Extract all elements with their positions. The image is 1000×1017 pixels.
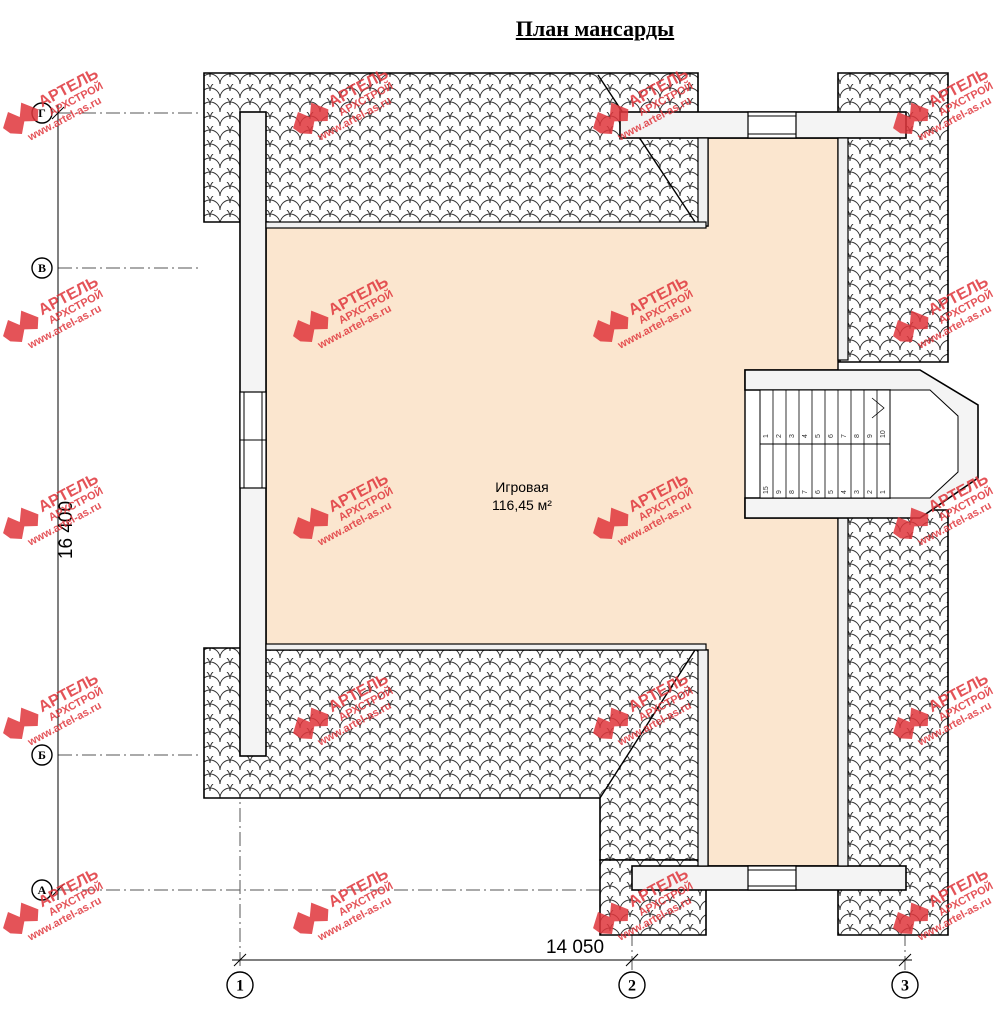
bottom-left-inner-wall <box>697 649 709 867</box>
step-number: 8 <box>854 434 861 438</box>
step-number: 9 <box>776 490 783 494</box>
step-number: 4 <box>802 434 809 438</box>
house-logo-icon <box>893 102 929 134</box>
room-name: Игровая <box>495 479 548 495</box>
house-logo-icon <box>593 707 629 739</box>
house-logo-icon <box>293 102 329 134</box>
axis-bubble-a: А <box>31 879 53 901</box>
windows <box>239 111 797 891</box>
step-number: 7 <box>802 490 809 494</box>
step-number: 2 <box>776 434 783 438</box>
svg-text:В: В <box>38 261 46 275</box>
house-logo-icon <box>293 310 329 342</box>
axis-bubble-2: 2 <box>618 971 646 999</box>
top-left-inner-wall <box>697 137 709 227</box>
house-logo-icon <box>293 707 329 739</box>
step-number: 7 <box>841 434 848 438</box>
step-number: 10 <box>880 430 887 438</box>
svg-text:2: 2 <box>628 978 636 995</box>
house-logo-icon <box>893 507 929 539</box>
house-logo-icon <box>293 507 329 539</box>
house-logo-icon <box>593 507 629 539</box>
step-number: 5 <box>828 490 835 494</box>
house-logo-icon <box>3 102 39 134</box>
house-logo-icon <box>893 902 929 934</box>
east-inner-wall-bottom <box>837 517 849 867</box>
step-number: 1 <box>763 434 770 438</box>
roof-bottom-left <box>203 647 707 861</box>
axis-bubble-3: 3 <box>891 971 919 999</box>
house-logo-icon <box>593 902 629 934</box>
house-logo-icon <box>893 707 929 739</box>
room-bottom-wall <box>265 643 707 651</box>
step-number: 2 <box>867 490 874 494</box>
house-logo-icon <box>293 902 329 934</box>
house-logo-icon <box>893 310 929 342</box>
east-inner-wall-top <box>837 137 849 361</box>
step-number: 6 <box>815 490 822 494</box>
house-logo-icon <box>3 707 39 739</box>
step-number: 1 <box>880 490 887 494</box>
house-logo-icon <box>3 507 39 539</box>
step-number: 4 <box>841 490 848 494</box>
axis-bubble-b: Б <box>31 744 53 766</box>
svg-text:1: 1 <box>236 978 244 995</box>
svg-text:Г: Г <box>38 106 46 120</box>
step-number: 3 <box>789 434 796 438</box>
svg-text:А: А <box>38 883 47 897</box>
axis-bubble-1: 1 <box>226 971 254 999</box>
house-logo-icon <box>3 310 39 342</box>
step-number: 8 <box>789 490 796 494</box>
step-number: 9 <box>867 434 874 438</box>
house-logo-icon <box>593 310 629 342</box>
axis-bubble-v: В <box>31 257 53 279</box>
step-number: 15 <box>763 486 770 494</box>
roof-surfaces <box>203 72 949 936</box>
room-area: 116,45 м² <box>492 497 552 513</box>
step-number: 6 <box>828 434 835 438</box>
dimension-lines <box>51 105 912 967</box>
svg-text:3: 3 <box>901 978 909 995</box>
step-number: 3 <box>854 490 861 494</box>
house-logo-icon <box>593 102 629 134</box>
step-number: 5 <box>815 434 822 438</box>
plan-title: План мансарды <box>515 16 675 41</box>
house-logo-icon <box>3 902 39 934</box>
room-top-wall <box>265 221 707 229</box>
width-dimension: 14 050 <box>546 937 604 958</box>
svg-text:Б: Б <box>38 748 46 762</box>
height-dimension: 16 400 <box>56 501 77 559</box>
